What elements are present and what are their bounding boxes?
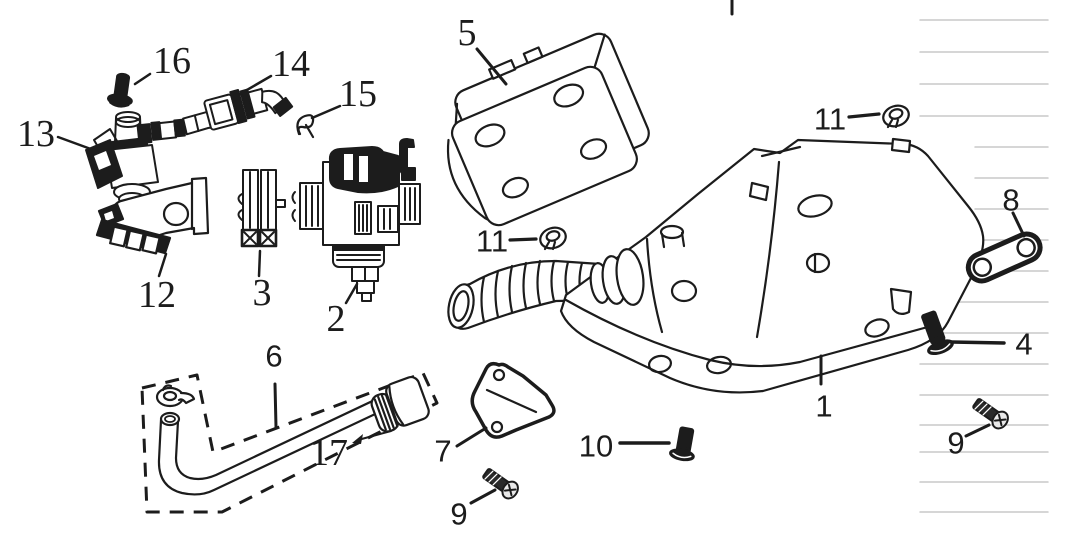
sensor-elbow-drawing <box>203 87 294 131</box>
dashed-boundary <box>140 371 439 514</box>
hose-cap-drawing <box>370 375 430 433</box>
intake-hose-drawing <box>447 259 606 330</box>
callout-leader-lines <box>56 47 1026 505</box>
callout-16: 16 <box>153 40 191 82</box>
callout-7: 7 <box>434 433 452 469</box>
callout-13: 13 <box>17 113 55 155</box>
air-cleaner-cover-drawing <box>446 32 650 227</box>
callout-17: 17 <box>310 432 348 474</box>
screw-drawing-9-right <box>972 398 1009 430</box>
callout-14: 14 <box>272 43 310 85</box>
hose-opening <box>159 411 181 427</box>
callout-15: 15 <box>339 73 377 115</box>
callout-8: 8 <box>1002 182 1020 218</box>
callout-6: 6 <box>265 338 283 374</box>
mount-bracket-drawing <box>237 169 286 248</box>
callout-3: 3 <box>252 272 272 314</box>
screw-drawing-9-bottom <box>482 468 519 500</box>
callout-5: 5 <box>457 12 477 54</box>
screw-drawing-16 <box>106 72 133 108</box>
callout-9-bottom: 9 <box>450 496 468 532</box>
drain-hose-group <box>140 371 439 514</box>
arrow-17 <box>352 430 392 444</box>
callout-2: 2 <box>326 298 346 340</box>
hose-clip-drawing-right <box>882 104 910 129</box>
callout-11-right: 11 <box>813 101 847 137</box>
callout-9-right: 9 <box>947 425 965 461</box>
grommet-drawing <box>155 384 196 408</box>
clip-drawing-15 <box>296 114 315 139</box>
callout-11-left: 11 <box>475 223 509 259</box>
callout-4: 4 <box>1015 326 1033 362</box>
hose-clip-drawing-left <box>539 226 567 251</box>
flange-bolt-drawing-4 <box>921 310 954 356</box>
air-cleaner-case-drawing <box>559 137 985 394</box>
corner-bracket-drawing <box>470 361 556 439</box>
callout-12: 12 <box>138 274 176 316</box>
link-plate-drawing <box>965 231 1043 284</box>
bolt-drawing-10 <box>669 426 695 462</box>
callout-1: 1 <box>815 388 833 424</box>
carburetor-drawing <box>291 138 421 302</box>
callout-10: 10 <box>578 428 614 464</box>
intake-manifold-drawing <box>95 176 210 255</box>
